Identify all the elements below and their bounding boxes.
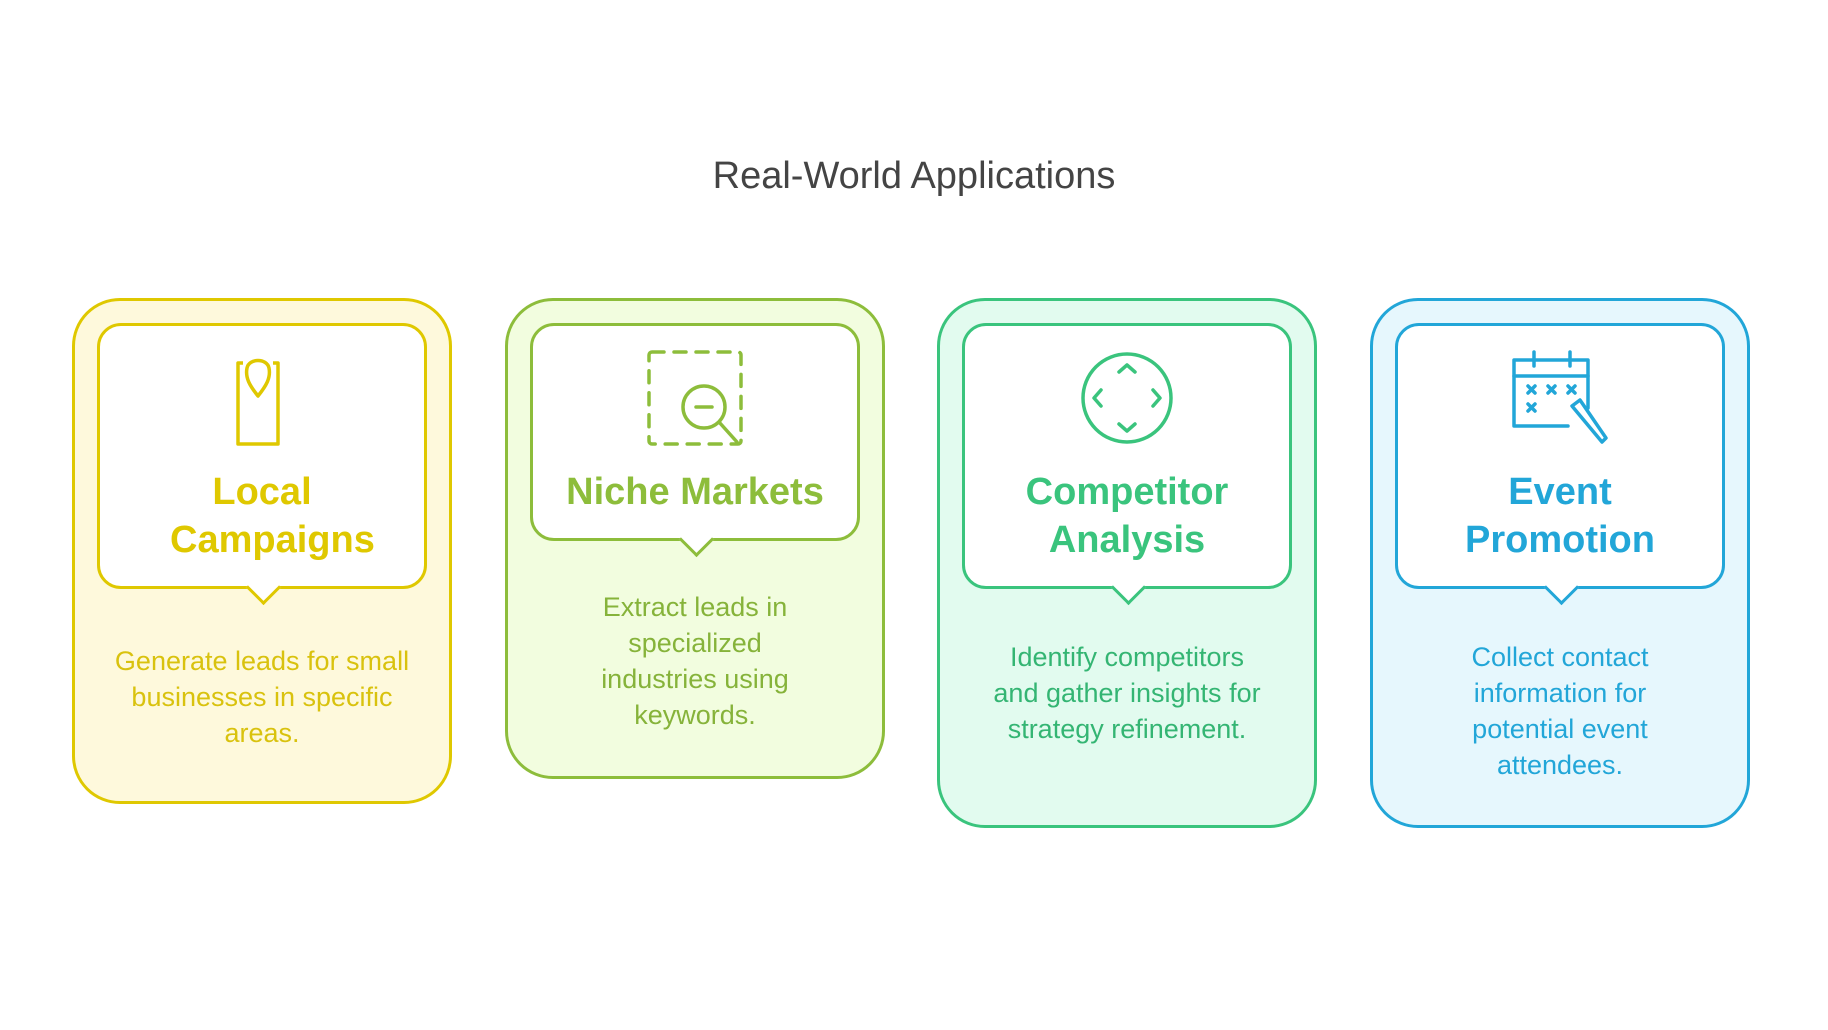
card-local-campaigns: Local Campaigns Generate leads for small… xyxy=(72,298,452,804)
map-pin-icon xyxy=(236,358,280,446)
card-header-box: Event Promotion xyxy=(1395,323,1725,606)
card-event-promotion: Event Promotion Collect contact informat… xyxy=(1370,298,1750,828)
card-description: Collect contact information for potentia… xyxy=(1471,642,1649,780)
card-header-box: Local Campaigns xyxy=(97,323,427,606)
card-heading: Niche Markets xyxy=(566,471,824,513)
focus-circle-icon xyxy=(1081,352,1173,444)
calendar-edit-icon xyxy=(1512,350,1608,444)
card-header-box: Competitor Analysis xyxy=(962,323,1292,606)
card-competitor-analysis: Competitor Analysis Identify competitors… xyxy=(937,298,1317,828)
card-niche-markets: Niche Markets Extract leads in specializ… xyxy=(505,298,885,779)
card-heading: Local Campaigns xyxy=(170,471,375,561)
diagram-title: Real-World Applications xyxy=(712,155,1116,197)
card-description: Generate leads for small businesses in s… xyxy=(114,646,410,748)
zoom-out-icon xyxy=(647,350,743,446)
card-description: Identify competitors and gather insights… xyxy=(993,642,1261,744)
card-description: Extract leads in specialized industries … xyxy=(601,592,789,730)
card-heading: Event Promotion xyxy=(1465,471,1655,561)
card-header-box: Niche Markets xyxy=(530,323,860,558)
card-heading: Competitor Analysis xyxy=(1025,471,1229,561)
